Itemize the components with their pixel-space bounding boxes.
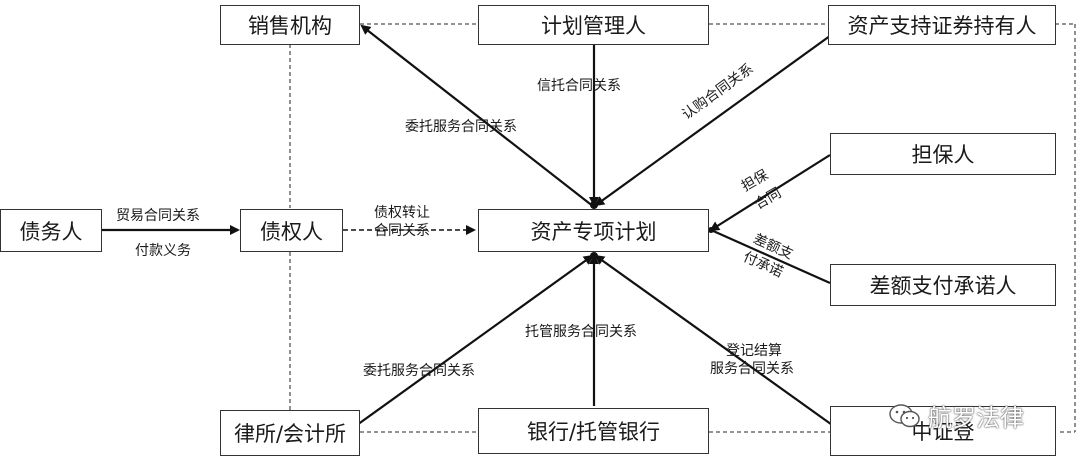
watermark: 航罗法律 — [888, 398, 1024, 433]
node-csdc: 中证登 — [830, 406, 1056, 456]
node-creditor: 债权人 — [240, 209, 343, 252]
label-entrust-bottom: 委托服务合同关系 — [363, 363, 475, 379]
label-custody-contract: 托管服务合同关系 — [525, 324, 637, 340]
node-guarantor: 担保人 — [830, 133, 1056, 175]
node-custodian-bank: 银行/托管银行 — [478, 408, 709, 454]
watermark-text: 航罗法律 — [928, 404, 1024, 432]
node-law-accounting-firm: 律所/会计所 — [220, 410, 360, 456]
label-transfer-2: 合同关系 — [374, 223, 430, 239]
node-debtor: 债务人 — [0, 209, 102, 252]
node-shortfall-provider: 差额支付承诺人 — [830, 264, 1056, 306]
dashed-relations — [289, 23, 1076, 433]
label-trust-contract: 信托合同关系 — [537, 78, 621, 94]
node-plan-manager: 计划管理人 — [478, 5, 709, 45]
label-transfer-1: 债权转让 — [374, 205, 430, 221]
wechat-icon — [889, 403, 920, 427]
node-sales-agency: 销售机构 — [220, 5, 360, 45]
label-entrust-top: 委托服务合同关系 — [405, 119, 517, 135]
label-register-1: 登记结算 — [726, 343, 782, 359]
label-payment-obligation: 付款义务 — [135, 243, 191, 259]
label-register-2: 服务合同关系 — [710, 361, 794, 377]
label-trade-contract: 贸易合同关系 — [116, 208, 200, 224]
node-asset-plan: 资产专项计划 — [478, 209, 709, 252]
node-securities-holder: 资产支持证券持有人 — [828, 5, 1056, 45]
solid-relations — [102, 24, 836, 431]
